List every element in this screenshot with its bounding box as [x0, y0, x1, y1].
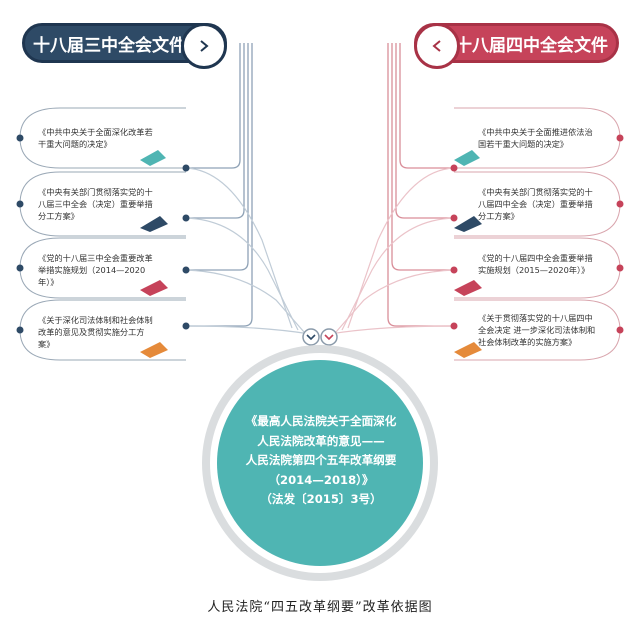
- center-line-1: 《最高人民法院关于全面深化: [245, 414, 397, 428]
- chevron-right-icon: [181, 23, 227, 69]
- left-header-title: 十八届三中全会文件: [33, 35, 186, 56]
- left-document-2: 《中央有关部门贯彻落实党的十八届三中全会（决定）重要举措分工方案》: [38, 187, 153, 221]
- center-line-4: （2014—2018）》: [268, 472, 374, 487]
- center-line-3: 人民法院第四个五年改革纲要: [245, 453, 397, 467]
- center-line-2: 人民法院改革的意见——: [257, 433, 385, 448]
- right-document-4: 《关于贯彻落实党的十八届四中全会决定 进一步深化司法体制和社会体制改革的实施方案…: [478, 313, 596, 347]
- left-header-pill: 十八届三中全会文件: [22, 23, 227, 69]
- center-line-5: （法发〔2015〕3号）: [260, 492, 382, 506]
- left-document-4: 《关于深化司法体制和社会体制改革的意见及贯彻实施分工方案》: [38, 315, 153, 349]
- center-document-title: 《最高人民法院关于全面深化 人民法院改革的意见—— 人民法院第四个五年改革纲要 …: [215, 412, 427, 510]
- chevron-left-icon: [414, 23, 460, 69]
- right-header-title: 十八届四中全会文件: [455, 35, 608, 56]
- left-document-1: 《中共中央关于全面深化改革若干重大问题的决定》: [38, 127, 153, 149]
- left-document-3: 《党的十八届三中全会重要改革举措实施规划（2014—2020年）》: [38, 253, 153, 287]
- right-header-pill: 十八届四中全会文件: [414, 23, 619, 69]
- chevron-down-icon: [302, 328, 338, 346]
- right-document-3: 《党的十八届四中全会重要举措实施规划（2015—2020年）》: [478, 253, 593, 275]
- figure-caption: 人民法院“四五改革纲要”改革依据图: [207, 600, 433, 615]
- right-document-2: 《中央有关部门贯彻落实党的十八届四中全会（决定）重要举措分工方案》: [478, 187, 593, 221]
- right-document-1: 《中共中央关于全面推进依法治国若干重大问题的决定》: [478, 127, 593, 149]
